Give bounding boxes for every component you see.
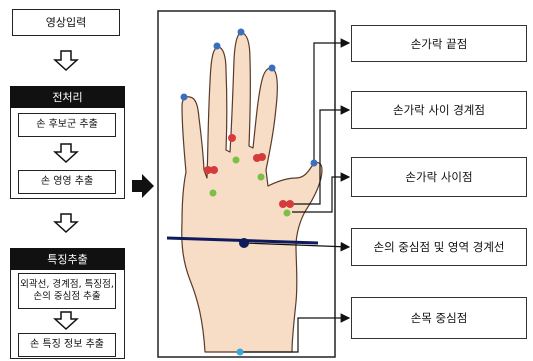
hand-image-frame (157, 10, 336, 358)
hand-illustration (181, 32, 323, 353)
boundary-point (258, 153, 266, 161)
label-center-boundary: 손의 중심점 및 영역 경계선 (351, 228, 527, 266)
label-between-boundary: 손가락 사이 경계점 (351, 91, 527, 129)
boundary-point (204, 166, 212, 174)
fingertip-point (310, 159, 318, 167)
down-arrow-2 (53, 143, 79, 164)
wrist-center-point (236, 348, 244, 356)
preprocess-step1: 손 후보군 추출 (18, 113, 116, 137)
input-box: 영상입력 (12, 9, 120, 36)
between-point (232, 156, 240, 164)
down-arrow-3 (53, 213, 79, 234)
boundary-point (210, 166, 218, 174)
boundary-point (228, 134, 236, 142)
input-label: 영상입력 (45, 15, 87, 29)
leader-lines (240, 38, 351, 353)
down-arrow-1 (53, 50, 79, 72)
label-wrist-center: 손목 중심점 (351, 297, 527, 339)
right-arrow (132, 174, 154, 198)
feature-step1: 외곽선, 경계점, 특징점, 손의 중심점 추출 (18, 273, 116, 309)
feature-step2: 손 특징 정보 추출 (18, 333, 116, 357)
hand-center-point (239, 238, 249, 248)
feature-points (180, 28, 318, 356)
fingertip-point (268, 64, 276, 72)
boundary-point (279, 200, 287, 208)
preprocess-header: 전처리 (10, 86, 125, 108)
label-fingertip: 손가락 끝점 (351, 25, 527, 62)
boundary-point (286, 200, 294, 208)
between-point (283, 209, 291, 217)
preprocess-step2: 손 영영 추출 (18, 170, 116, 194)
between-point (257, 173, 265, 181)
fingertip-point (180, 93, 188, 101)
label-between-point: 손가락 사이점 (351, 157, 527, 197)
between-point (209, 189, 217, 197)
fingertip-point (213, 42, 221, 50)
feature-header: 특징추출 (10, 248, 125, 270)
down-arrow-4 (53, 311, 79, 331)
fingertip-point (237, 28, 245, 36)
